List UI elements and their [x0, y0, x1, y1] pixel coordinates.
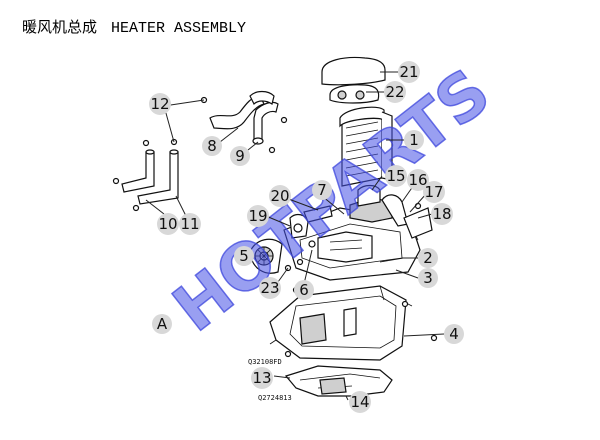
- callout-6: 6: [294, 280, 314, 300]
- callout-17: 17: [423, 181, 445, 203]
- callout-11: 11: [179, 213, 201, 235]
- svg-text:17: 17: [424, 183, 443, 201]
- svg-text:14: 14: [350, 393, 369, 411]
- callout-21: 21: [398, 61, 420, 83]
- callout-19: 19: [247, 205, 269, 227]
- title-en: HEATER ASSEMBLY: [111, 20, 247, 37]
- part-hoses-lower: [121, 149, 179, 205]
- part-heater-core: [339, 106, 393, 187]
- svg-text:16: 16: [408, 171, 427, 189]
- callout-22: 22: [384, 81, 406, 103]
- callout-12: 12: [149, 93, 171, 115]
- callout-1: 1: [404, 130, 424, 150]
- svg-text:1: 1: [409, 131, 419, 149]
- callout-16: 16: [407, 169, 429, 191]
- part-lower-case: [269, 285, 438, 361]
- svg-text:21: 21: [399, 63, 418, 81]
- callout-8: 8: [202, 136, 222, 156]
- callout-18: 18: [431, 203, 453, 225]
- part-cover: [321, 56, 386, 86]
- callout-3: 3: [418, 268, 438, 288]
- title-zh: 暖风机总成: [22, 19, 98, 36]
- svg-text:18: 18: [432, 205, 451, 223]
- diagram-title: 暖风机总成 HEATER ASSEMBLY: [22, 16, 246, 37]
- svg-text:9: 9: [235, 147, 245, 165]
- callout-13: 13: [251, 367, 273, 389]
- callout-5: 5: [234, 246, 254, 266]
- svg-text:A: A: [157, 315, 168, 333]
- svg-text:6: 6: [299, 281, 309, 299]
- callout-15: 15: [385, 165, 407, 187]
- part-blower: [249, 238, 283, 274]
- callout-14: 14: [349, 391, 371, 413]
- svg-text:15: 15: [386, 167, 405, 185]
- svg-text:8: 8: [207, 137, 217, 155]
- callout-10: 10: [157, 213, 179, 235]
- svg-text:2: 2: [423, 249, 433, 267]
- callout-23: 23: [259, 277, 281, 299]
- callout-9: 9: [230, 146, 250, 166]
- svg-text:10: 10: [158, 215, 177, 233]
- part-duct: [284, 350, 393, 397]
- svg-text:5: 5: [239, 247, 249, 265]
- svg-text:3: 3: [423, 269, 433, 287]
- svg-text:12: 12: [150, 95, 169, 113]
- svg-text:19: 19: [248, 207, 267, 225]
- callout-4: 4: [444, 324, 464, 344]
- svg-text:20: 20: [270, 187, 289, 205]
- svg-text:22: 22: [385, 83, 404, 101]
- svg-text:7: 7: [317, 181, 327, 199]
- svg-text:13: 13: [252, 369, 271, 387]
- clamp-icons: [112, 96, 288, 212]
- callout-7: 7: [312, 180, 332, 200]
- callout-2: 2: [418, 248, 438, 268]
- svg-text:4: 4: [449, 325, 459, 343]
- part-linkage: [284, 205, 333, 272]
- part-code-b: Q2724813: [258, 394, 292, 402]
- svg-text:11: 11: [180, 215, 199, 233]
- svg-text:23: 23: [260, 279, 279, 297]
- part-code-a: Q32108FD: [248, 358, 282, 366]
- part-hoses-upper: [209, 90, 279, 145]
- callout-20: 20: [269, 185, 291, 207]
- part-seal: [329, 84, 380, 104]
- view-label-a: A: [152, 314, 172, 334]
